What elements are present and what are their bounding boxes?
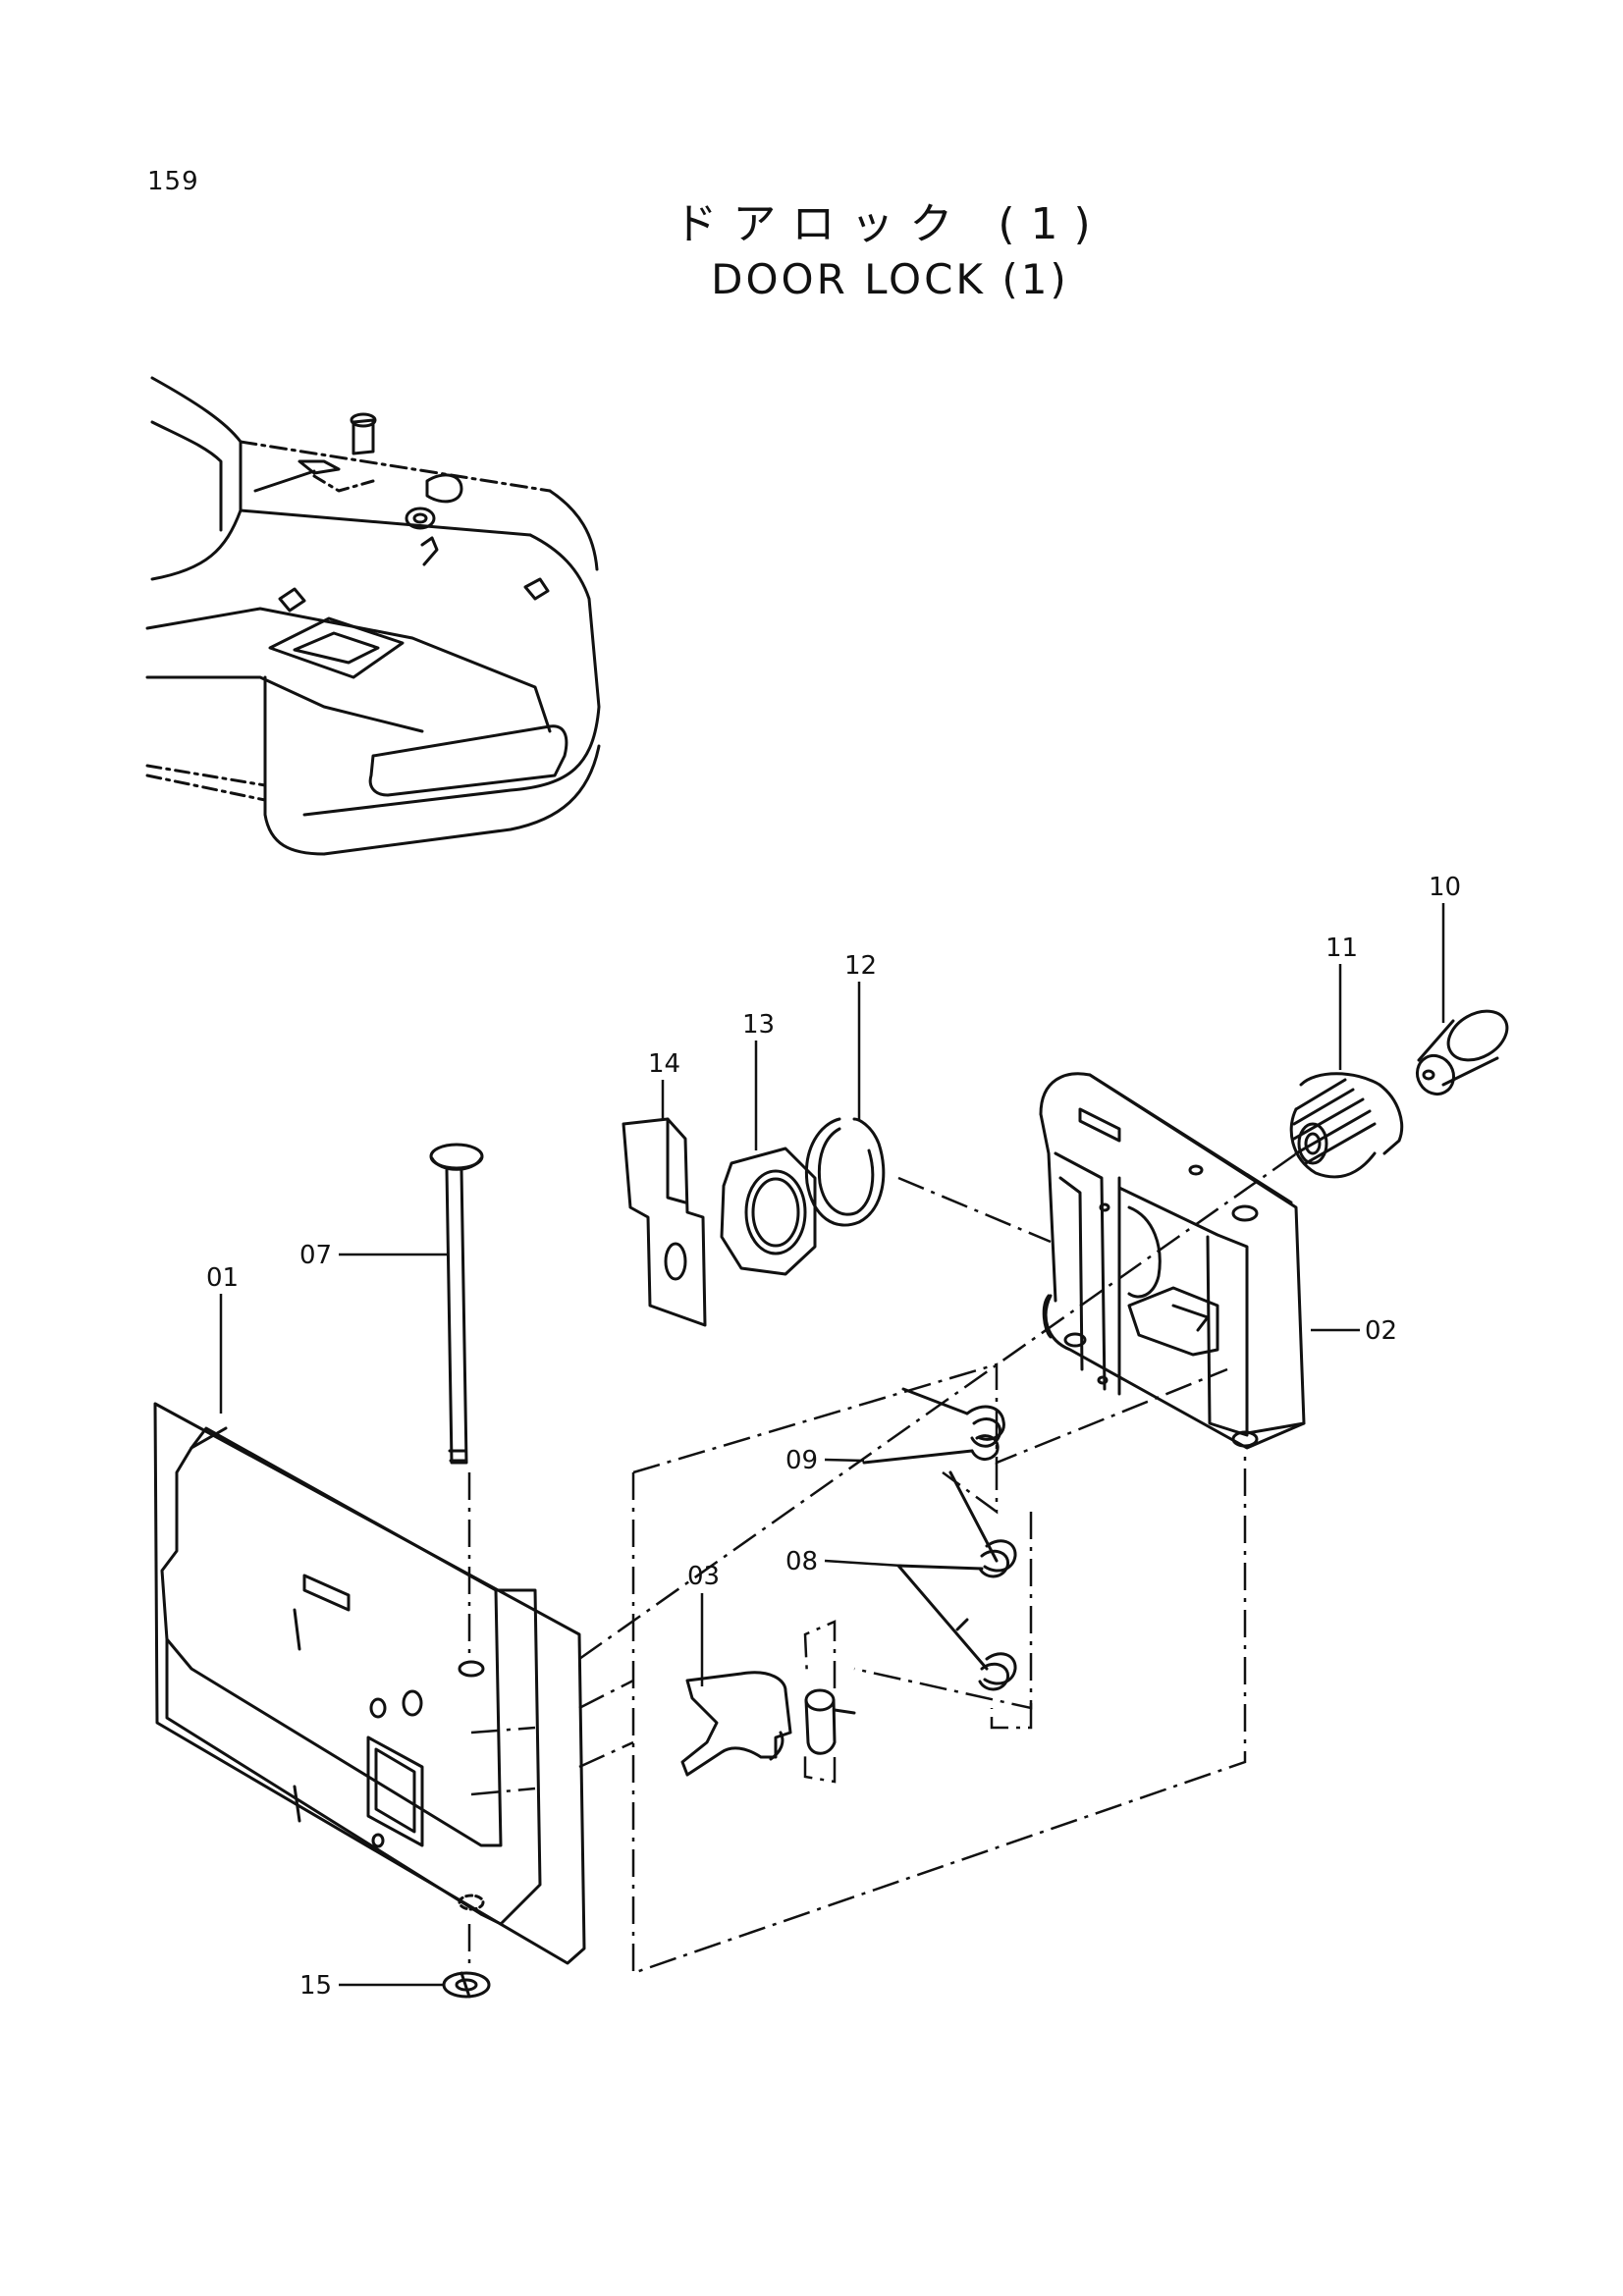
part-03-latch-pawl <box>680 1671 856 1777</box>
part-09-torsion-spring <box>862 1387 1005 1465</box>
callout-13: 13 <box>742 1010 775 1040</box>
assembly-guide-lines <box>467 1148 1302 1975</box>
part-12-snap-ring <box>804 1117 886 1227</box>
callout-12: 12 <box>844 951 877 981</box>
callout-08: 08 <box>785 1547 818 1576</box>
title-block: ドアロック (1) DOOR LOCK (1) <box>0 196 1623 306</box>
part-15-e-ring <box>442 1971 491 1999</box>
callout-labels: 01 02 03 07 08 09 10 11 12 13 14 15 <box>206 873 1461 2001</box>
machine-overview-illustration <box>145 376 601 856</box>
part-08-torsion-spring <box>896 1470 1017 1691</box>
part-07-long-bolt <box>429 1143 484 1465</box>
part-10-cylinder-key <box>1415 1009 1509 1096</box>
callout-07: 07 <box>299 1241 332 1270</box>
part-14-latch-plate <box>622 1117 707 1327</box>
part-11-threaded-bushing <box>1289 1072 1404 1179</box>
part-01-lock-cover-plate <box>153 1402 586 1965</box>
callout-14: 14 <box>648 1049 680 1079</box>
callout-15: 15 <box>299 1971 332 2001</box>
page-number: 159 <box>147 167 199 196</box>
callout-11: 11 <box>1325 934 1358 963</box>
title-japanese: ドアロック (1) <box>674 199 1107 249</box>
callout-01: 01 <box>206 1263 239 1293</box>
title-english: DOOR LOCK (1) <box>711 255 1069 303</box>
callout-10: 10 <box>1429 873 1461 902</box>
part-13-hex-nut <box>720 1147 817 1276</box>
part-02-lock-bracket <box>1039 1072 1306 1450</box>
callout-02: 02 <box>1365 1316 1397 1346</box>
leader-lines <box>219 903 1445 1987</box>
callout-09: 09 <box>785 1446 818 1475</box>
callout-03: 03 <box>687 1562 720 1591</box>
